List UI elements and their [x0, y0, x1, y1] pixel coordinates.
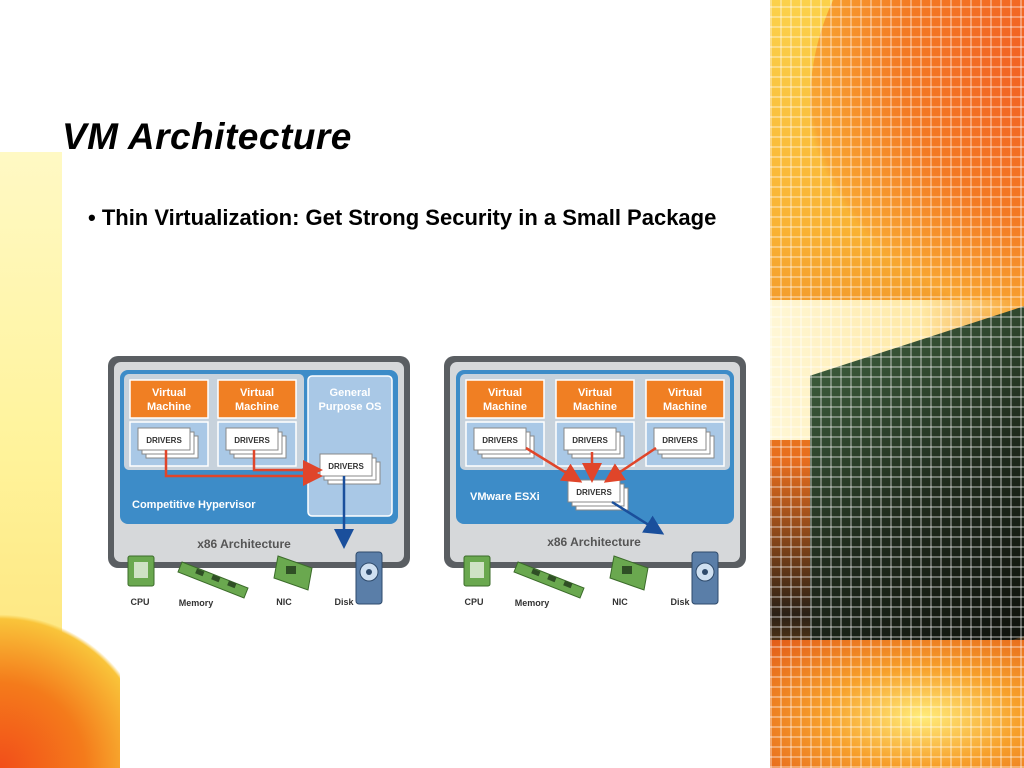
drivers-label: DRIVERS [572, 436, 608, 445]
vm-label-line1: Virtual [578, 387, 612, 399]
vm-label-line2: Machine [147, 401, 191, 413]
vm-label-line1: Virtual [488, 387, 522, 399]
cpu-chip-icon: CPU [463, 555, 491, 607]
vm-label-line2: Machine [235, 401, 279, 413]
vmware-esxi-diagram: Virtual Machine DRIVERS Virtual Machine … [442, 352, 748, 614]
decorative-glow [770, 640, 1024, 768]
arch-label: x86 Architecture [197, 537, 291, 551]
nic-label: NIC [612, 597, 628, 607]
nic-label: NIC [276, 597, 292, 607]
virtual-machine-2: Virtual Machine DRIVERS [217, 379, 297, 467]
disk-icon: Disk [670, 551, 719, 607]
hardware-arrow [611, 500, 665, 535]
drivers-label: DRIVERS [328, 462, 364, 471]
drivers-label: DRIVERS [576, 488, 612, 497]
drivers-label: DRIVERS [482, 436, 518, 445]
drivers-label: DRIVERS [146, 436, 182, 445]
vm-label-line2: Machine [573, 401, 617, 413]
gpos-label-line2: Purpose OS [319, 401, 382, 413]
decorative-pixel-grid [770, 0, 1024, 768]
arch-label: x86 Architecture [547, 535, 641, 549]
memory-label: Memory [179, 598, 214, 608]
hypervisor-label: VMware ESXi [470, 491, 540, 503]
cpu-label: CPU [464, 597, 483, 607]
right-decorative-panel [770, 0, 1024, 768]
virtual-machine-1: Virtual Machine DRIVERS [465, 379, 545, 467]
drivers-label: DRIVERS [662, 436, 698, 445]
hypervisor-label: Competitive Hypervisor [132, 499, 256, 511]
gpos-label-line1: General [330, 387, 371, 399]
general-purpose-os: General Purpose OS DRIVERS [307, 375, 393, 517]
driver-arrow-vm3 [603, 446, 657, 483]
left-decorative-swirl [0, 592, 120, 768]
vm-label-line1: Virtual [668, 387, 702, 399]
memory-module-icon: Memory [177, 561, 249, 608]
memory-label: Memory [515, 598, 550, 608]
driver-arrow-vm2 [252, 450, 323, 480]
disk-label: Disk [334, 597, 354, 607]
cpu-chip-icon: CPU [127, 555, 155, 607]
slide-title: VM Architecture [62, 116, 352, 157]
drivers-label: DRIVERS [234, 436, 270, 445]
virtual-machine-1: Virtual Machine DRIVERS [129, 379, 209, 467]
vm-label-line1: Virtual [240, 387, 274, 399]
virtual-machine-3: Virtual Machine DRIVERS [645, 379, 725, 467]
driver-arrow-vm1 [525, 446, 583, 483]
vm-label-line1: Virtual [152, 387, 186, 399]
competitive-hypervisor-diagram: Virtual Machine DRIVERS Virtual Machine … [106, 352, 412, 614]
nic-card-icon: NIC [273, 555, 313, 607]
bullet-point: • Thin Virtualization: Get Strong Securi… [88, 205, 717, 230]
vm-label-line2: Machine [483, 401, 527, 413]
nic-card-icon: NIC [609, 555, 649, 607]
disk-icon: Disk [334, 551, 383, 607]
memory-module-icon: Memory [513, 561, 585, 608]
virtual-machine-2: Virtual Machine DRIVERS [555, 379, 635, 467]
disk-label: Disk [670, 597, 690, 607]
driver-arrow-vm1 [164, 450, 323, 486]
cpu-label: CPU [130, 597, 149, 607]
vm-label-line2: Machine [663, 401, 707, 413]
